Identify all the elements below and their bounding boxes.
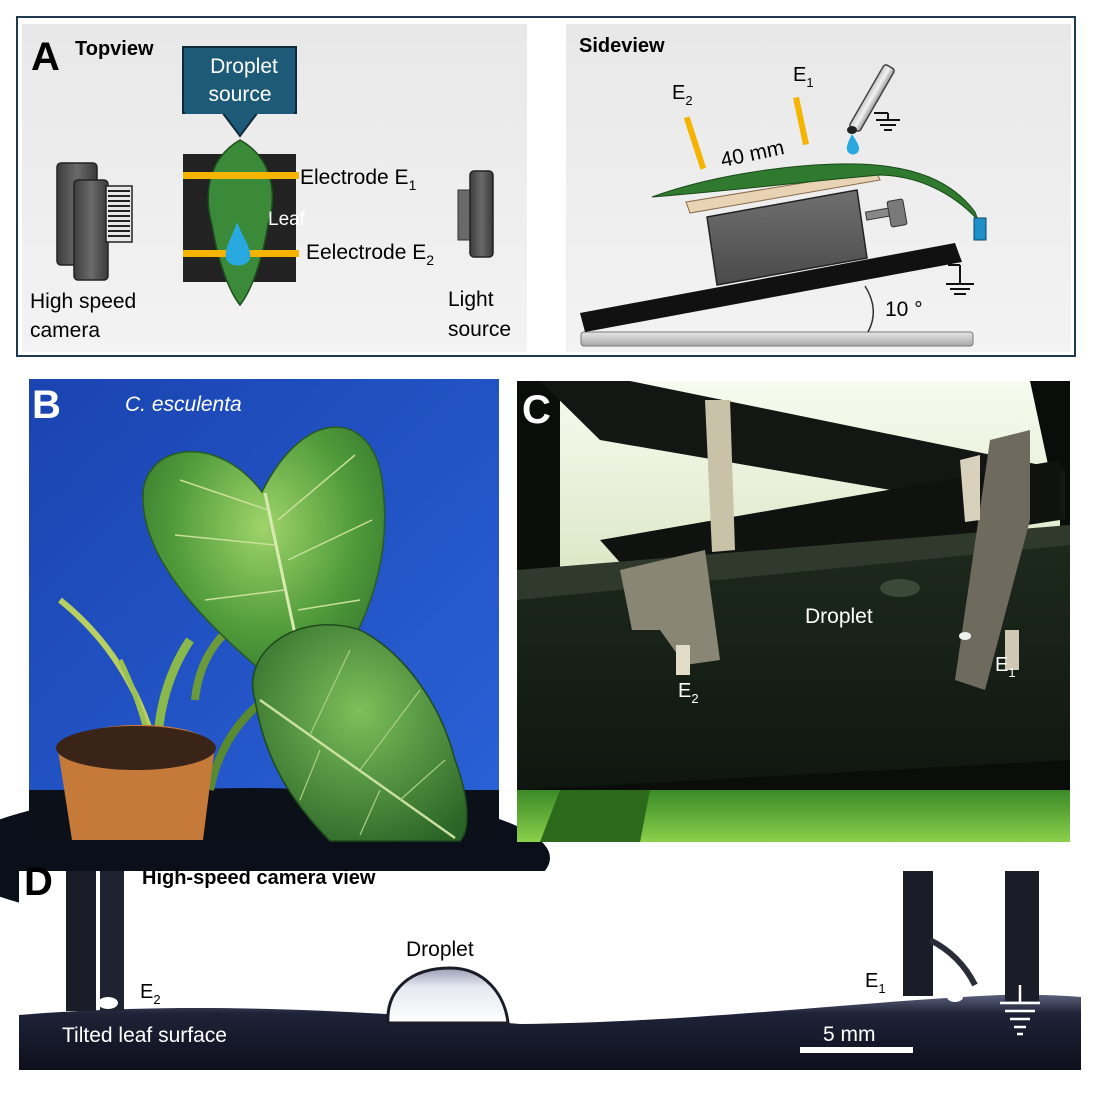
tilted-rail — [580, 243, 962, 332]
panel-c-letter: C — [522, 388, 551, 432]
leaf-label: Leaf — [268, 209, 306, 230]
angle-arc — [864, 285, 874, 333]
sideview-electrode-e2 — [683, 116, 707, 170]
topview-stage: Leaf — [183, 139, 306, 307]
pipette-icon — [846, 64, 895, 155]
sideview-e2-label: E2 — [672, 82, 693, 108]
panel-d-e2-label: E2 — [140, 981, 161, 1007]
electrode-e2-label: Eelectrode E2 — [306, 241, 434, 268]
topview-leaf — [207, 139, 273, 307]
panel-c-photo — [517, 381, 1079, 842]
panel-b-letter: B — [32, 383, 61, 427]
panel-d-droplet-label: Droplet — [406, 938, 474, 961]
panel-c-e2-label: E2 — [678, 680, 699, 706]
species-label: C. esculenta — [125, 393, 242, 416]
sideview-e1-label: E1 — [793, 64, 814, 90]
vial-icon — [973, 217, 987, 241]
surface-label: Tilted leaf surface — [62, 1024, 227, 1047]
electrode-e1-label: Electrode E1 — [300, 166, 417, 193]
light-label-1: Light — [448, 288, 494, 311]
ground-icon-rail — [946, 264, 974, 295]
panel-d-droplet — [386, 966, 510, 1025]
droplet-source-box: Droplet source — [182, 46, 297, 138]
panel-a: A Topview Droplet source Leaf Electrode … — [16, 16, 1076, 357]
ground-icon-d — [1000, 985, 1040, 1036]
sideview-electrode-e1 — [793, 96, 809, 146]
sideview-leaf — [651, 163, 979, 221]
panel-d-photo — [19, 871, 1081, 1070]
ground-icon-pipette — [874, 112, 900, 131]
topview-electrode-e1 — [183, 172, 299, 179]
base-plate — [580, 331, 974, 347]
scale-bar — [800, 1047, 913, 1053]
topview-droplet — [225, 222, 251, 266]
droplet-source-label-2: source — [208, 83, 271, 106]
high-speed-camera-icon — [56, 162, 133, 281]
panel-c-droplet-label: Droplet — [805, 605, 873, 628]
light-label-2: source — [448, 318, 511, 341]
panel-a-letter: A — [31, 35, 60, 79]
light-source-icon — [457, 170, 494, 258]
camera-label-2: camera — [30, 319, 100, 342]
leaf-second — [252, 624, 468, 842]
panel-d-title: High-speed camera view — [142, 867, 376, 889]
panel-c-e1-label: E1 — [995, 654, 1016, 680]
panel-d-letter: D — [24, 860, 53, 904]
topview-title: Topview — [75, 38, 154, 60]
scale-label: 5 mm — [823, 1023, 876, 1046]
panel-d-e1-label: E1 — [865, 970, 886, 996]
clamp-box — [706, 189, 868, 286]
sideview-title: Sideview — [579, 35, 665, 57]
pipette-droplet — [846, 134, 860, 155]
camera-label-1: High speed — [30, 290, 136, 313]
angle-label: 10 ° — [885, 298, 923, 321]
panel-b-photo — [0, 379, 550, 928]
droplet-source-label-1: Droplet — [210, 55, 278, 78]
